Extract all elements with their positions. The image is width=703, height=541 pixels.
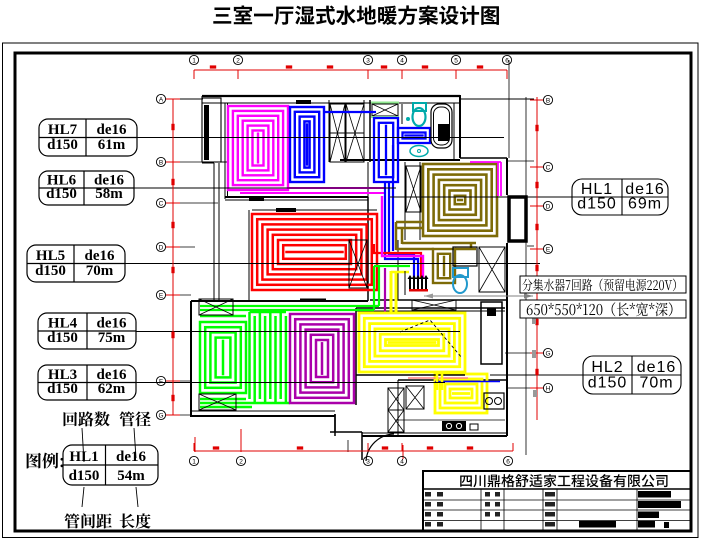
- svg-text:4: 4: [400, 57, 404, 64]
- svg-text:G: G: [158, 412, 163, 419]
- svg-text:de16: de16: [97, 316, 128, 332]
- svg-text:61m: 61m: [98, 137, 126, 153]
- svg-text:69m: 69m: [628, 196, 662, 213]
- svg-text:de16: de16: [97, 122, 128, 138]
- svg-text:A: A: [159, 96, 164, 103]
- svg-text:HL5: HL5: [36, 248, 65, 264]
- svg-text:4: 4: [400, 458, 404, 465]
- svg-text:G: G: [545, 350, 550, 357]
- svg-text:HL1: HL1: [581, 181, 613, 198]
- svg-text:de16: de16: [85, 248, 116, 264]
- svg-text:d150: d150: [47, 381, 78, 397]
- svg-text:HL4: HL4: [48, 316, 78, 332]
- svg-text:C: C: [159, 200, 164, 207]
- svg-text:2: 2: [236, 57, 240, 64]
- svg-text:de16: de16: [116, 449, 147, 465]
- svg-text:1: 1: [192, 458, 196, 465]
- svg-text:6: 6: [505, 57, 509, 64]
- svg-text:H: H: [546, 385, 551, 392]
- svg-text:d150: d150: [47, 137, 78, 153]
- svg-text:E: E: [159, 292, 164, 299]
- svg-text:d150: d150: [69, 468, 100, 484]
- svg-text:E: E: [546, 246, 551, 253]
- svg-text:B: B: [546, 97, 550, 104]
- svg-text:de16: de16: [97, 367, 128, 383]
- svg-text:6: 6: [506, 458, 510, 465]
- svg-text:3: 3: [366, 57, 370, 64]
- svg-text:1: 1: [192, 57, 196, 64]
- svg-text:70m: 70m: [86, 263, 114, 279]
- svg-text:d150: d150: [577, 196, 617, 213]
- svg-text:de16: de16: [625, 181, 665, 198]
- svg-text:d150: d150: [35, 263, 66, 279]
- svg-text:de16: de16: [94, 173, 125, 189]
- svg-text:62m: 62m: [98, 381, 126, 397]
- svg-text:3: 3: [366, 458, 370, 465]
- svg-text:d150: d150: [46, 186, 77, 202]
- svg-text:HL3: HL3: [48, 367, 77, 383]
- svg-text:5: 5: [454, 57, 458, 64]
- svg-text:d150: d150: [47, 330, 78, 346]
- svg-text:HL6: HL6: [47, 173, 77, 189]
- svg-text:D: D: [546, 203, 551, 210]
- svg-text:F: F: [159, 378, 163, 385]
- svg-text:54m: 54m: [117, 468, 145, 484]
- svg-text:HL2: HL2: [591, 359, 623, 376]
- svg-text:2: 2: [239, 458, 243, 465]
- svg-text:58m: 58m: [95, 186, 123, 202]
- svg-text:75m: 75m: [98, 330, 126, 346]
- svg-text:HL7: HL7: [48, 122, 78, 138]
- svg-text:d150: d150: [588, 375, 628, 392]
- svg-text:de16: de16: [637, 359, 677, 376]
- svg-text:C: C: [546, 164, 551, 171]
- svg-text:D: D: [159, 244, 164, 251]
- svg-text:70m: 70m: [639, 375, 673, 392]
- svg-text:B: B: [159, 159, 163, 166]
